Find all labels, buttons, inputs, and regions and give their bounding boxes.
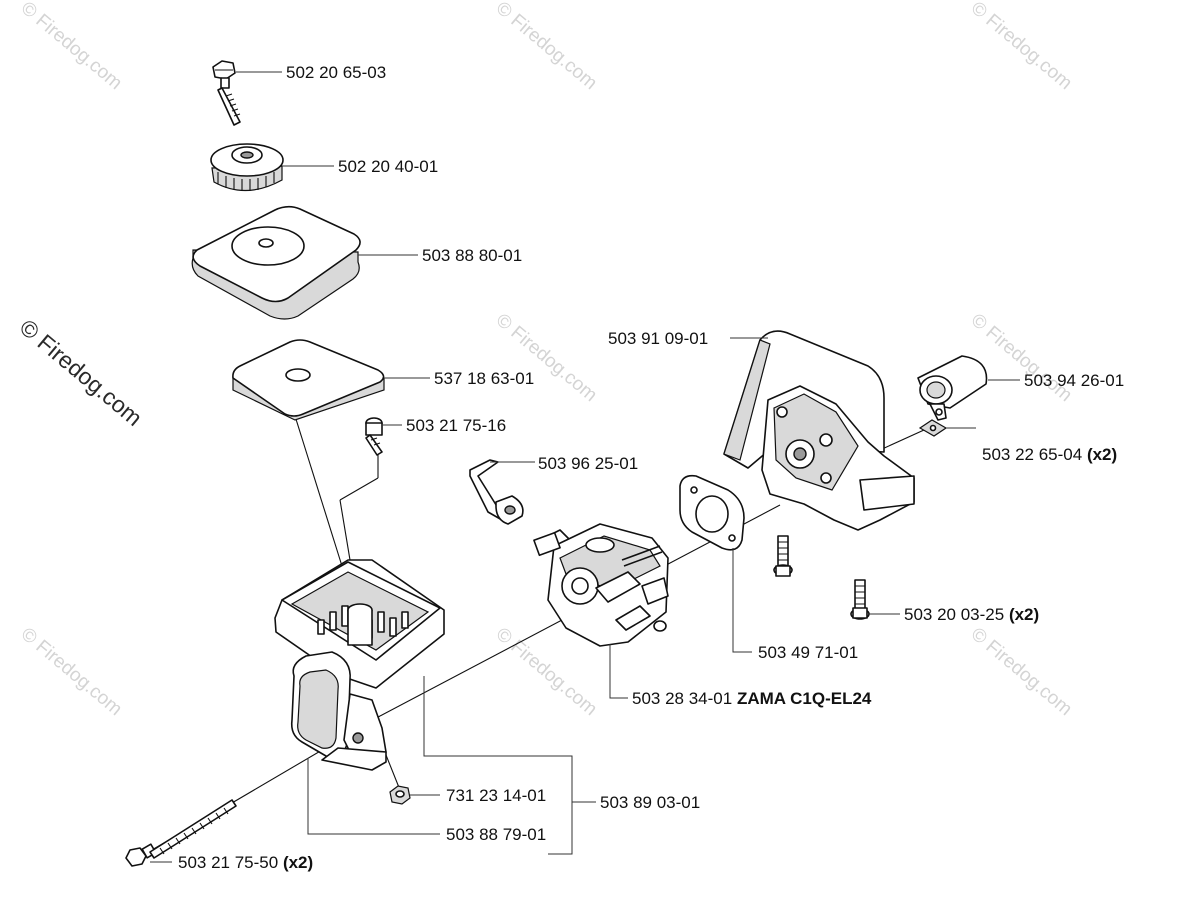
watermark: © Firedog.com [492,310,601,406]
small-screw-drawing [365,417,383,456]
leader-lines [150,71,1020,863]
label-503-49-71-01: 503 49 71-01 [758,643,858,662]
watermark: © Firedog.com [492,0,601,94]
label-503-91-09-01: 503 91 09-01 [608,329,708,348]
carburetor-drawing [533,523,669,647]
watermark: © Firedog.com [967,310,1076,406]
square-nut-drawing [918,419,948,437]
part-number: 503 22 65-04 [982,445,1082,464]
watermark: © Firedog.com [967,624,1076,720]
label-503-96-25-01: 503 96 25-01 [538,454,638,473]
watermark: © Firedog.com [967,0,1076,94]
filter-cover-drawing [191,205,361,320]
part-labels: 502 20 65-03 502 20 40-01 503 88 80-01 5… [178,63,1124,872]
bracket-bolts-drawing [773,535,870,620]
qty: (x2) [1009,605,1039,624]
label-503-21-75-50: 503 21 75-50 (x2) [178,853,313,872]
label-503-20-03-25: 503 20 03-25 (x2) [904,605,1039,624]
filter-housing-drawing [274,559,445,771]
qty: (x2) [283,853,313,872]
part-number: 503 28 34-01 [632,689,732,708]
filter-drawing [232,339,385,421]
choke-lever-drawing [469,459,524,525]
label-503-21-75-16: 503 21 75-16 [406,416,506,435]
knob-drawing [210,143,284,192]
label-503-22-65-04: 503 22 65-04 (x2) [982,445,1117,464]
label-503-88-80-01: 503 88 80-01 [422,246,522,265]
part-number: 503 20 03-25 [904,605,1004,624]
qty: (x2) [1087,445,1117,464]
watermark-side: © Firedog.com [15,314,148,431]
sleeve-drawing [917,355,988,421]
label-502-20-40-01: 502 20 40-01 [338,157,438,176]
label-503-94-26-01: 503 94 26-01 [1024,371,1124,390]
part-number: 503 21 75-50 [178,853,278,872]
watermark: © Firedog.com [17,624,126,720]
label-502-20-65-03: 502 20 65-03 [286,63,386,82]
intake-bracket-drawing [723,330,915,531]
gasket-drawing [679,474,745,551]
label-503-89-03-01: 503 89 03-01 [600,793,700,812]
label-503-88-79-01: 503 88 79-01 [446,825,546,844]
screw-top-drawing [212,60,241,126]
label-731-23-14-01: 731 23 14-01 [446,786,546,805]
label-503-28-34-01: 503 28 34-01 ZAMA C1Q-EL24 [632,689,872,708]
long-bolt-drawing [125,799,237,867]
watermark: © Firedog.com [17,0,126,94]
carburetor-model: ZAMA C1Q-EL24 [737,689,872,708]
nut-drawing [389,785,411,805]
label-537-18-63-01: 537 18 63-01 [434,369,534,388]
